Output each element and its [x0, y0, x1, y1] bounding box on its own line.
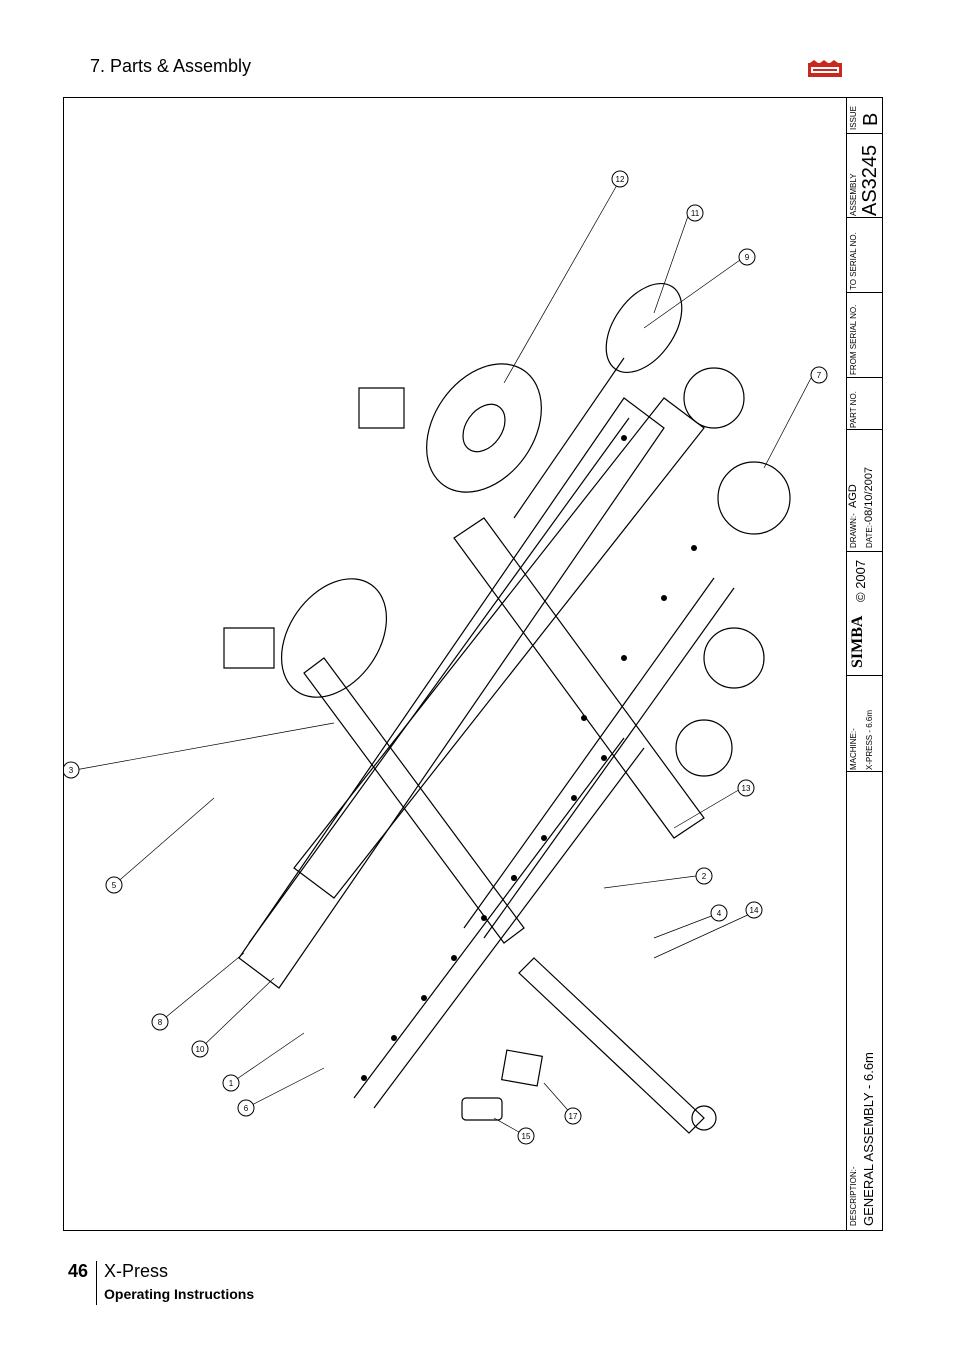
issue-label: ISSUE: [849, 105, 858, 130]
callout-label: 8: [158, 1018, 163, 1027]
product-name: X-Press: [104, 1261, 169, 1281]
date-value: 08/10/2007: [863, 466, 875, 522]
callout-9: 9: [738, 248, 756, 266]
callout-8: 8: [151, 1013, 169, 1031]
title-block: ISSUE B ASSEMBLY AS3245 TO SERIAL NO. FR…: [846, 98, 882, 1230]
assembly-label: ASSEMBLY: [849, 173, 858, 216]
description-value: GENERAL ASSEMBLY - 6.6m: [861, 1052, 876, 1226]
assembly-number: AS3245: [859, 144, 881, 216]
issue-cell: ISSUE B: [847, 98, 882, 134]
disc-hubs: [361, 435, 697, 1081]
drawing-frame: 1 2 3 4 5 6 7 8 9 10 11 12 13 14 15 17 I…: [63, 97, 883, 1231]
description-cell: DESCRIPTION:- GENERAL ASSEMBLY - 6.6m: [847, 772, 882, 1230]
callout-5: 5: [105, 876, 123, 894]
exploded-assembly-drawing: 1 2 3 4 5 6 7 8 9 10 11 12 13 14 15 17: [64, 170, 828, 1145]
callout-label: 1: [229, 1079, 234, 1088]
callout-label: 15: [522, 1132, 531, 1141]
callout-17: 17: [564, 1107, 582, 1125]
callout-label: 6: [244, 1104, 249, 1113]
callout-label: 4: [717, 909, 722, 918]
callout-10: 10: [191, 1040, 209, 1058]
footer-divider: [96, 1261, 97, 1305]
callout-label: 7: [817, 371, 822, 380]
brand-name: SIMBA: [849, 615, 866, 668]
from-serial-cell: FROM SERIAL NO.: [847, 293, 882, 378]
callout-1: 1: [222, 1074, 240, 1092]
document-subtitle: Operating Instructions: [104, 1286, 255, 1302]
leader-lines: [74, 184, 812, 1137]
machine-cell: MACHINE:- X-PRESS - 6.6m: [847, 676, 882, 772]
to-serial-label: TO SERIAL NO.: [849, 232, 858, 290]
machine-frame: [223, 282, 791, 1134]
page-number: 46: [68, 1261, 89, 1281]
date-label: DATE:-: [865, 522, 874, 548]
callout-13: 13: [737, 779, 755, 797]
copyright: © 2007: [853, 559, 868, 602]
callout-12: 12: [611, 170, 629, 188]
callout-bubbles: 1 2 3 4 5 6 7 8 9 10 11 12 13 14 15 17: [64, 170, 828, 1145]
callout-label: 13: [742, 784, 751, 793]
callout-label: 17: [569, 1112, 578, 1121]
callout-label: 3: [69, 766, 74, 775]
callout-label: 14: [750, 906, 759, 915]
drawn-value: AGD: [847, 484, 859, 508]
callout-6: 6: [237, 1099, 255, 1117]
part-no-label: PART NO.: [849, 391, 858, 428]
callout-3: 3: [64, 761, 80, 779]
issue-value: B: [860, 112, 882, 126]
from-serial-label: FROM SERIAL NO.: [849, 304, 858, 375]
callout-label: 11: [691, 209, 700, 218]
callout-label: 12: [616, 175, 625, 184]
drawn-label: DRAWN:-: [849, 513, 858, 548]
callout-label: 2: [702, 872, 707, 881]
simba-logo: [808, 60, 842, 77]
callout-label: 9: [745, 253, 750, 262]
to-serial-cell: TO SERIAL NO.: [847, 218, 882, 293]
brand-cell: SIMBA © 2007: [847, 552, 882, 676]
drawn-cell: DRAWN:- AGD DATE:- 08/10/2007: [847, 430, 882, 552]
callout-4: 4: [710, 904, 728, 922]
description-label: DESCRIPTION:-: [849, 1166, 858, 1226]
callout-label: 10: [196, 1045, 205, 1054]
assembly-cell: ASSEMBLY AS3245: [847, 134, 882, 218]
callout-2: 2: [695, 867, 713, 885]
callout-label: 5: [112, 881, 117, 890]
machine-value: X-PRESS - 6.6m: [865, 709, 874, 770]
part-no-cell: PART NO.: [847, 378, 882, 430]
callout-7: 7: [810, 366, 828, 384]
callout-14: 14: [745, 901, 763, 919]
callout-15: 15: [517, 1127, 535, 1145]
machine-label: MACHINE:-: [849, 728, 858, 770]
section-title: 7. Parts & Assembly: [90, 56, 252, 76]
callout-11: 11: [686, 204, 704, 222]
